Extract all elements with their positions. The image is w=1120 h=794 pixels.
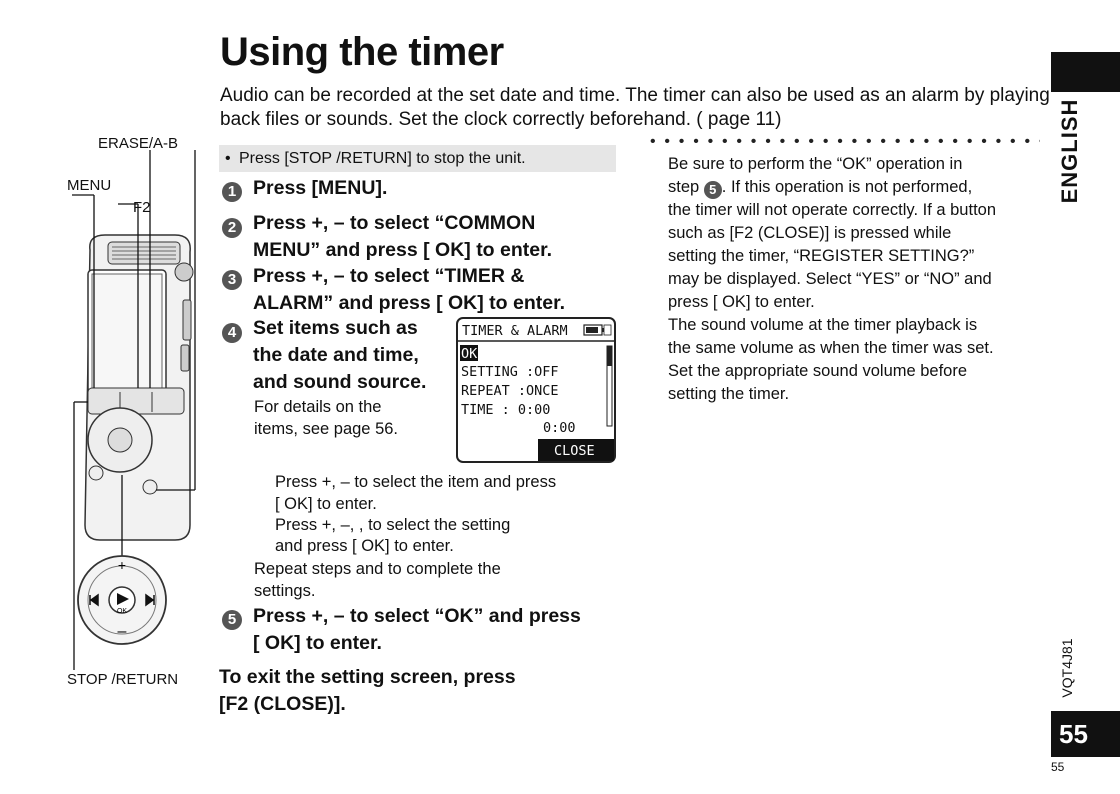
lcd-title: TIMER & ALARM — [462, 323, 568, 339]
step-4-line3: and sound source. — [253, 371, 427, 393]
page-number-box: 55 — [1051, 711, 1120, 757]
step-2-line1: Press +, – to select “COMMON — [253, 212, 536, 234]
step-4-line2: the date and time, — [253, 344, 419, 366]
step-3-line1: Press +, – to select “TIMER & — [253, 265, 525, 287]
step-4-line1: Set items such as — [253, 317, 418, 339]
note-text: step — [668, 178, 704, 196]
lcd-time2: 0:00 — [543, 420, 576, 436]
stop-note: Press [STOP /RETURN] to stop the unit. — [219, 145, 616, 172]
model-code-text: VQT4J81 — [1059, 638, 1075, 698]
model-code: VQT4J81 — [1050, 630, 1084, 706]
note-line: press [ OK] to enter. — [668, 293, 815, 311]
step-1-text: Press [MENU]. — [253, 177, 388, 199]
lcd-setting: SETTING :OFF — [461, 364, 559, 380]
substep-a2: [ OK] to enter. — [275, 495, 377, 513]
language-label: ENGLISH — [1050, 96, 1090, 206]
exit-line2: [F2 (CLOSE)]. — [219, 693, 346, 715]
substep-b2: and press [ OK] to enter. — [275, 537, 454, 555]
note-line: setting the timer. — [668, 385, 790, 403]
note-line: The sound volume at the timer playback i… — [668, 316, 978, 334]
step-number: 2 — [222, 218, 242, 238]
lcd-close: CLOSE — [554, 443, 595, 459]
language-tab-block — [1051, 52, 1120, 92]
step-number: 3 — [222, 270, 242, 290]
step-5-line1: Press +, – to select “OK” and press — [253, 605, 581, 627]
step-2-line2: MENU” and press [ OK] to enter. — [253, 239, 553, 261]
step-3-line2: ALARM” and press [ OK] to enter. — [253, 292, 566, 314]
step-number: 4 — [222, 323, 242, 343]
note-text: . If this operation is not performed, — [721, 178, 973, 196]
page-number-small: 55 — [1051, 760, 1065, 774]
note-line: the timer will not operate correctly. If… — [668, 201, 997, 219]
label-erase: ERASE/A-B — [98, 135, 179, 152]
right-notes: Be sure to perform the “OK” operation in… — [668, 153, 1048, 406]
step-4-sub1: For details on the — [254, 398, 382, 416]
step-number-inline: 5 — [703, 181, 722, 199]
step-5-line2: [ OK] to enter. — [253, 632, 382, 654]
svg-text:OK: OK — [117, 608, 127, 615]
lcd-time1: TIME : 0:00 — [461, 402, 550, 418]
note-line: step 5. If this operation is not perform… — [668, 176, 1048, 199]
exit-line1: To exit the setting screen, press — [219, 666, 516, 688]
language-text: ENGLISH — [1057, 98, 1082, 204]
svg-text:+: + — [118, 557, 126, 573]
note-line: such as [F2 (CLOSE)] is pressed while — [668, 224, 952, 242]
note-line: setting the timer, “REGISTER SETTING?” — [668, 247, 975, 265]
step-number: 1 — [222, 182, 242, 202]
label-f2: F2 — [133, 199, 151, 216]
note-line: the same volume as when the timer was se… — [668, 339, 994, 357]
lcd-close-button — [538, 439, 614, 461]
note-line: Set the appropriate sound volume before — [668, 362, 968, 380]
lcd-repeat: REPEAT :ONCE — [461, 383, 559, 399]
substep-c1: Repeat steps and to complete the — [254, 560, 501, 578]
label-menu: MENU — [67, 177, 112, 194]
dotted-divider: •••••••••••••••••••••••••••••••••••••••• — [650, 137, 1040, 147]
page-title: Using the timer — [220, 30, 504, 74]
recorder-illustration: OK + – — [72, 150, 196, 670]
substep-c2: settings. — [254, 582, 316, 600]
lcd-ok: OK — [461, 346, 478, 362]
timer-lcd-screen: TIMER & ALARM OK SETTING :OFF REPEAT :ON… — [456, 317, 616, 463]
note-line: may be displayed. Select “YES” or “NO” a… — [668, 270, 992, 288]
label-stop-return: STOP /RETURN — [67, 671, 179, 688]
note-line: Be sure to perform the “OK” operation in — [668, 155, 963, 173]
substep-b1: Press +, –, , to select the setting — [275, 516, 511, 534]
intro-text: Audio can be recorded at the set date an… — [220, 85, 1050, 130]
svg-text:–: – — [118, 623, 127, 640]
step-number: 5 — [222, 610, 242, 630]
substep-a1: Press +, – to select the item and press — [275, 473, 557, 491]
step-4-sub2: items, see page 56. — [254, 420, 399, 438]
